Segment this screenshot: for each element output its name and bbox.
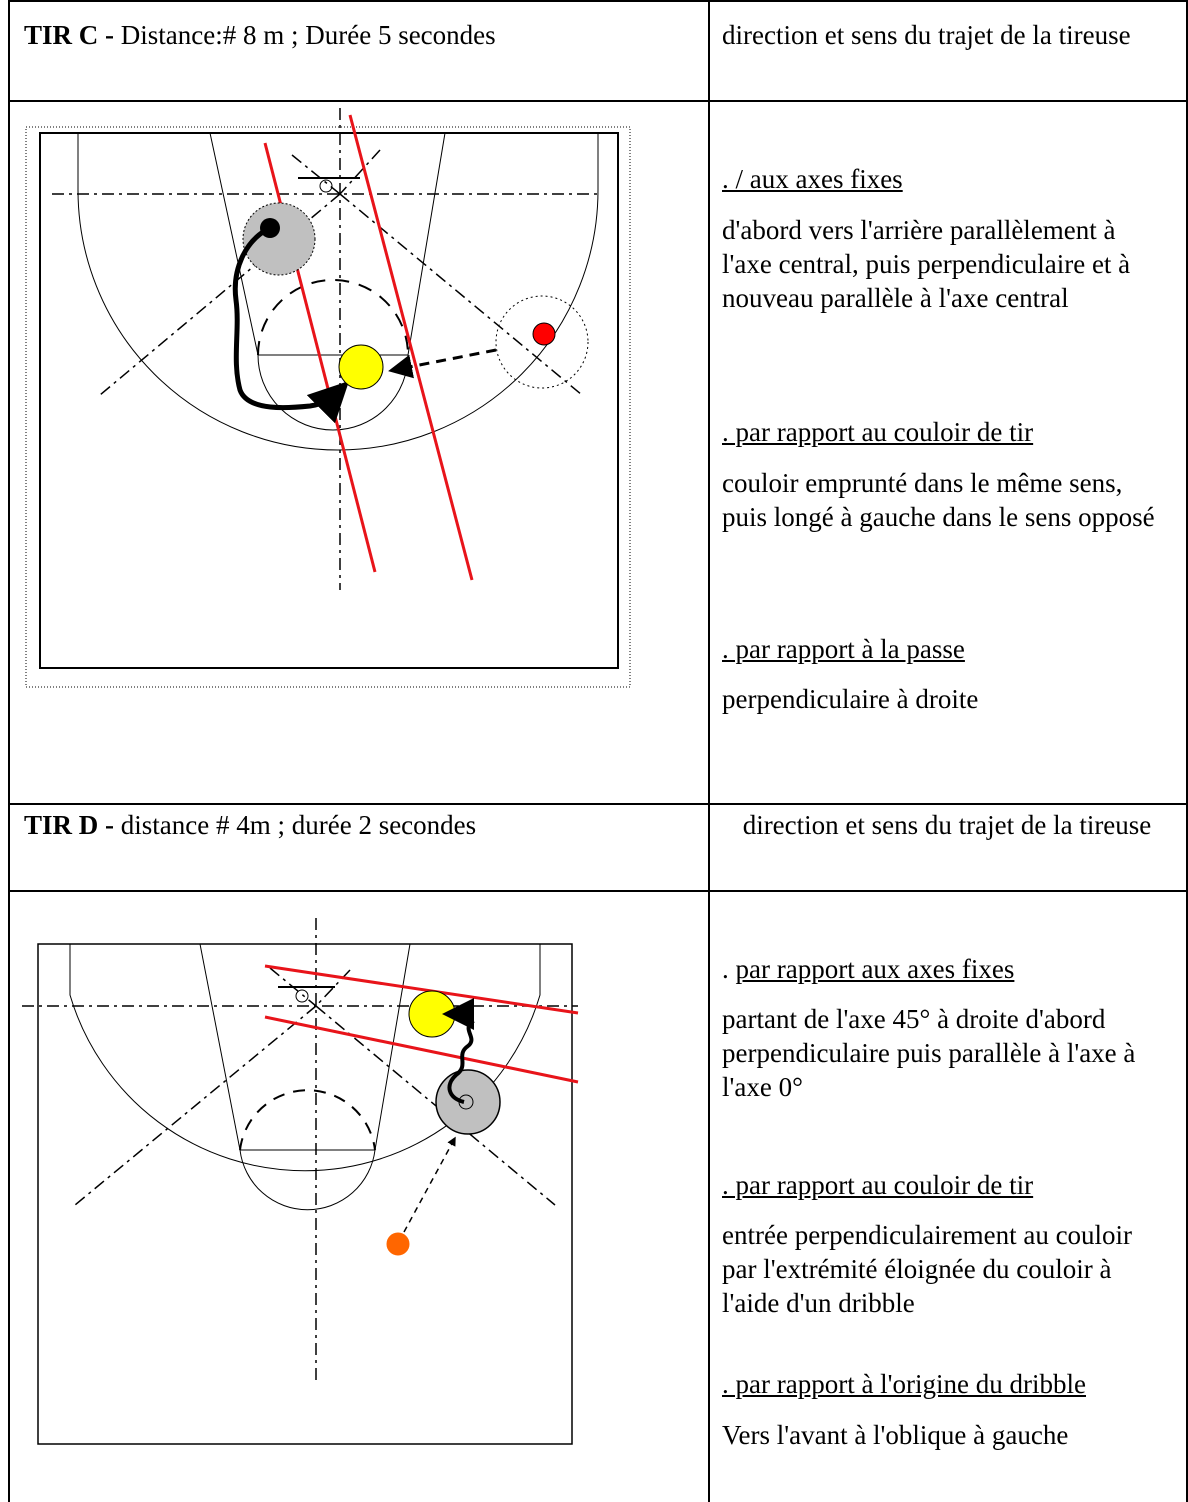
court-c-outer-frame [25,126,631,688]
court-c-corridor-right [348,114,474,581]
court-d-ft-circle-bottom [239,1149,376,1211]
court-d-shooter-zone [435,1069,501,1135]
court-c-three-point-line [77,133,599,451]
tir-c-title-rest: Distance:# 8 m ; Durée 5 secondes [114,20,496,50]
court-d-three-point-line [69,944,541,1172]
court-d-dribble-path [442,998,475,1104]
court-c-pass-arrow [388,348,497,379]
court-diagram-c [25,108,631,688]
tir-d-item-1-heading: . par rapport aux axes fixes [722,954,1015,984]
tir-d-item-3-text: Vers l'avant à l'oblique à gauche [722,1420,1069,1450]
court-diagram-d [22,918,579,1445]
court-d-ft-circle-top [239,1089,376,1151]
court-c-shooter-zone [242,202,316,276]
court-c-shooter-path [232,225,350,424]
tir-d-item-1-text: partant de l'axe 45° à droite d'abord pe… [722,1004,1136,1102]
court-d-passer [386,1232,410,1256]
court-c-ball [338,344,384,390]
court-d-corridor-bottom [264,1015,579,1084]
tir-c-item-3-heading: . par rapport à la passe [722,634,965,664]
court-c-key [209,132,446,356]
tir-c-right-header: direction et sens du trajet de la tireus… [722,20,1131,50]
table-border-left [8,0,10,1502]
table-border-top [8,0,1188,2]
tir-c-title: TIR C - Distance:# 8 m ; Durée 5 seconde… [24,18,496,52]
court-c-ft-circle-top [257,279,409,356]
tir-c-item-3-text: perpendiculaire à droite [722,684,979,714]
tir-c-item-1-text: d'abord vers l'arrière parallèlement à l… [722,215,1131,313]
tir-c-item-1-heading: . / aux axes fixes [722,164,903,194]
tir-d-item-3-heading: . par rapport à l'origine du dribble [722,1369,1086,1399]
table-border-right [1186,0,1188,1502]
tir-c-item-2-text: couloir emprunté dans le même sens, puis… [722,468,1155,532]
table-column-divider [708,0,710,1502]
tir-d-item-2-text: entrée perpendiculairement au couloir pa… [722,1220,1133,1318]
table-row-divider-3 [8,890,1188,892]
table-row-divider-2 [8,803,1188,805]
court-d-basket [295,989,309,1003]
court-c-boundary [39,132,619,669]
court-d-corridor-top [264,964,579,1015]
tir-c-title-bold: TIR C - [24,20,115,50]
court-c-basket [319,179,333,193]
tir-d-title-bold: TIR D - [24,810,115,840]
tir-d-title-rest: distance # 4m ; durée 2 secondes [114,810,477,840]
tir-d-right-header: direction et sens du trajet de la tireus… [742,810,1152,840]
court-d-boundary [37,943,573,1445]
court-c-passer-zone [495,295,589,389]
court-d-key [199,943,411,1151]
tir-d-title: TIR D - distance # 4m ; durée 2 secondes [24,808,476,842]
table-row-divider-1 [8,100,1188,102]
tir-c-item-2-heading: . par rapport au couloir de tir [722,417,1034,447]
court-c-passer [532,322,556,346]
court-c-ft-circle-bottom [257,354,409,431]
tir-d-item-2-heading: . par rapport au couloir de tir [722,1170,1034,1200]
court-d-ball [408,990,456,1038]
court-d-pass-arrow [403,1136,456,1233]
